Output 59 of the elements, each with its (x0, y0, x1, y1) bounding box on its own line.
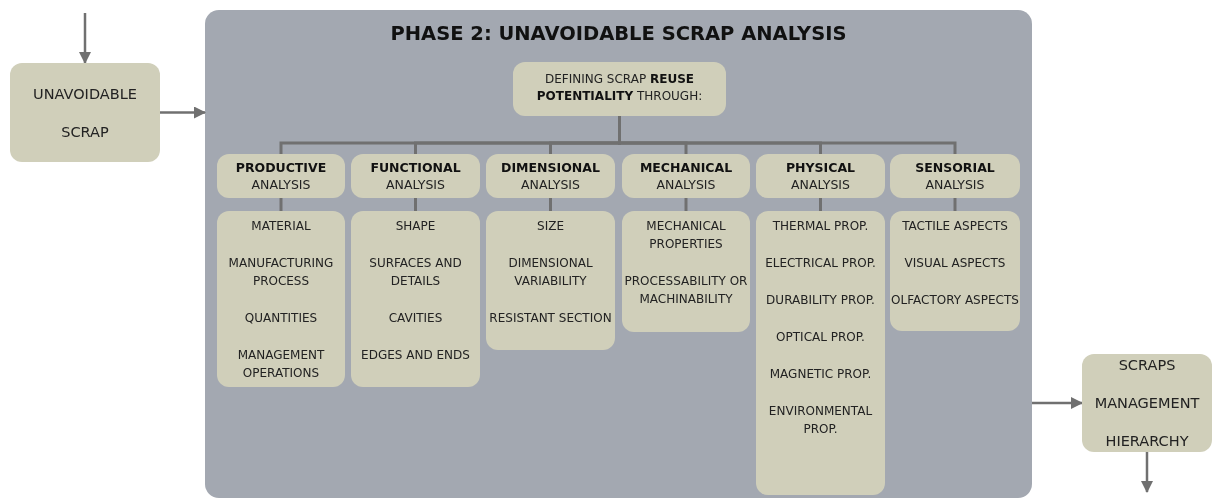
arrow (1032, 397, 1083, 409)
analysis-header-box (756, 154, 885, 198)
list-item: SIZE (536, 218, 565, 235)
connector-line (953, 198, 957, 211)
analysis-header-box (486, 154, 615, 198)
list-item: MAGNETIC PROP. (768, 366, 873, 383)
box-text: UNAVOIDABLE SCRAP (32, 84, 138, 142)
list-item: MANAGEMENT OPERATIONS (236, 347, 326, 382)
list-item: THERMAL PROP. (771, 218, 870, 235)
arrow (160, 106, 206, 119)
analysis-header-box (622, 154, 750, 198)
process-box (10, 63, 160, 162)
phase-panel (205, 10, 1032, 498)
analysis-header-box (217, 154, 345, 198)
list-item: ENVIRONMENTAL PROP. (767, 403, 874, 438)
connector-line (819, 198, 822, 211)
definition-box (513, 62, 726, 116)
arrow (1141, 452, 1153, 493)
connector-line (414, 198, 417, 211)
list-item: OPTICAL PROP. (775, 329, 866, 346)
box-text: DEFINING SCRAP REUSE POTENTIALITY THROUGH: (535, 71, 704, 105)
list-item: ELECTRICAL PROP. (764, 255, 877, 272)
criteria-list-box (351, 211, 480, 387)
list-item: EDGES AND ENDS (360, 347, 471, 364)
list-item: RESISTANT SECTION (488, 310, 613, 327)
criteria-list-box (622, 211, 750, 332)
process-box (1082, 354, 1212, 452)
connector-line (684, 198, 688, 211)
list-item: VISUAL ASPECTS (903, 255, 1007, 272)
list-item: SHAPE (394, 218, 437, 235)
list-item: DURABILITY PROP. (765, 292, 876, 309)
connector-line (549, 198, 552, 211)
list-item: QUANTITIES (243, 310, 319, 327)
list-item: MATERIAL (250, 218, 312, 235)
list-item: TACTILE ASPECTS (901, 218, 1009, 235)
criteria-list-box (756, 211, 885, 495)
header-text: DIMENSIONAL ANALYSIS (500, 159, 601, 193)
arrow (79, 13, 91, 64)
box-text: SCRAPS MANAGEMENT HIERARCHY (1093, 356, 1201, 451)
criteria-list-box (217, 211, 345, 387)
list-item: MANUFACTURING PROCESS (227, 255, 335, 290)
header-text: FUNCTIONAL ANALYSIS (369, 159, 462, 193)
list-item: PROCESSABILITY OR MACHINABILITY (623, 273, 749, 308)
list-item: MECHANICAL PROPERTIES (645, 218, 727, 253)
connector-line (279, 198, 283, 211)
header-text: PRODUCTIVE ANALYSIS (234, 159, 328, 193)
list-item: SURFACES AND DETAILS (368, 255, 463, 290)
panel-title: PHASE 2: UNAVOIDABLE SCRAP ANALYSIS (389, 22, 848, 45)
list-item: DIMENSIONAL VARIABILITY (507, 255, 594, 290)
connector-line (618, 116, 957, 154)
criteria-list-box (486, 211, 615, 350)
header-text: PHYSICAL ANALYSIS (784, 159, 857, 193)
list-item: CAVITIES (387, 310, 444, 327)
list-item: OLFACTORY ASPECTS (890, 292, 1020, 309)
analysis-header-box (351, 154, 480, 198)
criteria-list-box (890, 211, 1020, 331)
header-text: SENSORIAL ANALYSIS (914, 159, 996, 193)
header-text: MECHANICAL ANALYSIS (638, 159, 734, 193)
analysis-header-box (890, 154, 1020, 198)
